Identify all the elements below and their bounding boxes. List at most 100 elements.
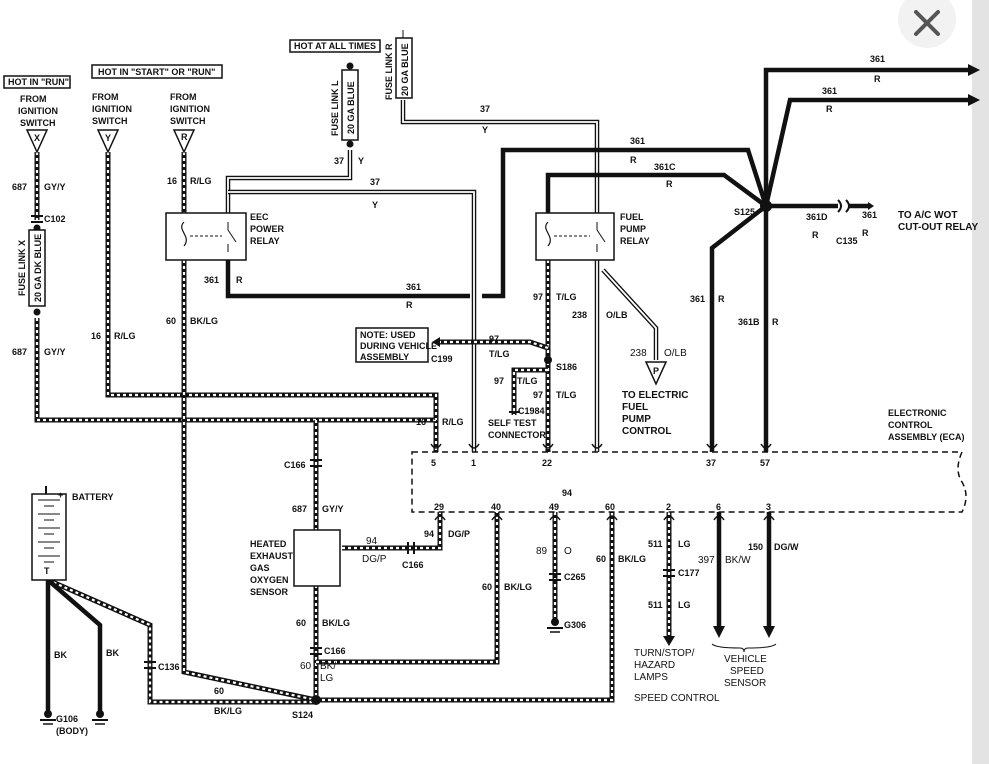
fuse-link-x-gauge: 20 GA DK BLUE — [33, 234, 43, 302]
eec-relay-line1: EEC — [250, 212, 269, 222]
c177-label: C177 — [678, 568, 700, 578]
w687a-color: GY/Y — [44, 182, 66, 192]
vss-line1: VEHICLE — [724, 654, 767, 665]
w60a-color: BK/LG — [190, 316, 218, 326]
self-test-line2: CONNECTOR — [488, 430, 546, 440]
w60d-color: BK/LG — [618, 554, 646, 564]
fuel-pump-line4: CONTROL — [622, 426, 671, 437]
w94a-num: 94 — [424, 529, 434, 539]
arrow-361-top — [968, 64, 980, 76]
eec-power-relay — [165, 212, 247, 261]
pin-2: 2 — [666, 502, 671, 512]
wire-60-bklg-pin60 — [316, 512, 615, 703]
eca-module — [411, 451, 967, 513]
w687c-color: GY/Y — [322, 504, 344, 514]
s186-label: S186 — [556, 362, 577, 372]
w60e2-color: LG — [320, 673, 334, 684]
w37a-color: Y — [358, 156, 364, 166]
ground-g106a-icon — [40, 710, 56, 725]
header-hot-start-run: HOT IN "START" OR "RUN" — [98, 67, 215, 77]
w361a-color: R — [236, 275, 243, 285]
wire-361-r — [225, 67, 975, 452]
source-x-letter: X — [34, 133, 40, 143]
page-edge — [972, 0, 989, 764]
connector-c177-mark — [663, 569, 675, 577]
w361a-num: 361 — [204, 275, 219, 285]
eca-line1: ELECTRONIC — [888, 408, 947, 418]
battery-minus: T — [44, 566, 50, 576]
w60a-num: 60 — [166, 316, 176, 326]
w361c-num: 361 — [630, 136, 645, 146]
c136-label: C136 — [158, 662, 180, 672]
w238a-num: 238 — [572, 310, 587, 320]
self-test-line1: SELF TEST — [488, 418, 537, 428]
connector-c166a-mark — [310, 459, 322, 467]
bk1-label: BK — [54, 650, 67, 660]
pin-40: 40 — [491, 502, 501, 512]
w60c-color: BK/LG — [504, 582, 532, 592]
fuel-relay-line1: FUEL — [620, 212, 644, 222]
connector-c136-mark — [144, 661, 156, 669]
source-y-line1: FROM — [92, 92, 119, 102]
pin-5: 5 — [431, 458, 436, 468]
fuse-link-l-gauge: 20 GA BLUE — [346, 81, 356, 134]
ego-line3: GAS — [250, 563, 270, 573]
pin-22: 22 — [542, 458, 552, 468]
g106-note: (BODY) — [56, 726, 88, 736]
w361c-color: R — [630, 155, 637, 165]
battery-plus: + — [58, 490, 63, 500]
c199-label: C199 — [431, 354, 453, 364]
battery-label: BATTERY — [72, 492, 114, 502]
vss-line3: SENSOR — [724, 678, 766, 689]
turn-line3: LAMPS — [634, 672, 668, 683]
w60b-num: 60 — [296, 618, 306, 628]
header-hot-in-run: HOT IN "RUN" — [8, 77, 69, 87]
wire-37-y — [225, 150, 477, 452]
splice-s186 — [544, 356, 552, 364]
w37c-color: Y — [482, 125, 488, 135]
w60f-num: 60 — [214, 686, 224, 696]
w687a-num: 687 — [12, 182, 27, 192]
source-x-line1: FROM — [20, 94, 47, 104]
source-y-letter: Y — [105, 133, 111, 143]
vss-line2: SPEED — [730, 666, 764, 677]
c265-label: C265 — [564, 572, 586, 582]
w94b-num: 94 — [366, 536, 378, 547]
w37a-num: 37 — [334, 156, 344, 166]
w89-color: O — [564, 546, 572, 557]
ego-line4: OXYGEN — [250, 575, 289, 585]
arrow-150 — [763, 626, 775, 638]
eca-line3: ASSEMBLY (ECA) — [888, 432, 965, 442]
close-button[interactable] — [898, 0, 956, 48]
connector-c166b-mark — [407, 542, 415, 554]
w361-pin37-num: 361 — [690, 294, 705, 304]
source-y-triangle — [96, 129, 120, 154]
w16c-num: 16 — [416, 417, 426, 427]
wire-16-rlg-y — [105, 152, 439, 420]
eca-line2: CONTROL — [888, 420, 933, 430]
source-y-line3: SWITCH — [92, 116, 128, 126]
w97a-num: 97 — [533, 292, 543, 302]
c135-label: C135 — [836, 236, 858, 246]
fuse-link-x — [28, 224, 46, 316]
w361f-color: R — [862, 228, 869, 238]
wire-battery-ground — [45, 577, 316, 712]
w60f-color: BK/LG — [214, 706, 242, 716]
w89-num: 89 — [536, 546, 548, 557]
fuse-link-x-name: FUSE LINK X — [17, 240, 27, 296]
w361-pin37-color: R — [718, 294, 725, 304]
pin-60: 60 — [605, 502, 615, 512]
w361h-color: R — [812, 230, 819, 240]
w361f-num: 361 — [862, 210, 877, 220]
turn-line2: HAZARD — [634, 660, 675, 671]
w37c-num: 37 — [480, 104, 490, 114]
pin-37: 37 — [706, 458, 716, 468]
eec-relay-line2: POWER — [250, 224, 285, 234]
connector-c102-mark — [31, 215, 43, 223]
wire-94-dgp — [342, 512, 443, 551]
w16b-color: R/LG — [114, 331, 136, 341]
w37b-num: 37 — [370, 177, 380, 187]
w361d-color: R — [874, 74, 881, 84]
ego-line2: EXHAUST — [250, 551, 294, 561]
